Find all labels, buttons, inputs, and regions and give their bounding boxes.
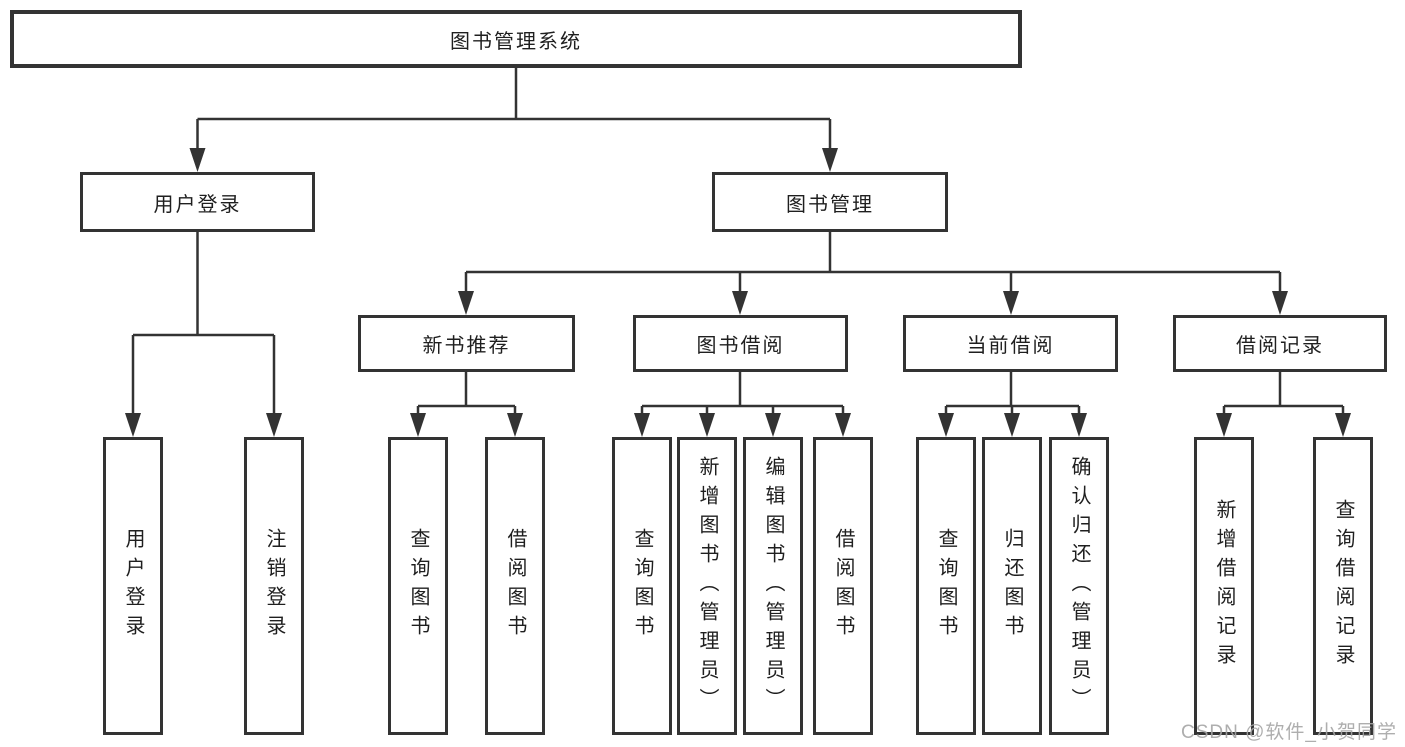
arrow-down-icon — [266, 413, 282, 437]
node-label: 新书推荐 — [422, 335, 511, 357]
node-label: 图书借阅 — [696, 335, 785, 357]
node-label: 当前借阅 — [966, 335, 1055, 357]
connector-root-to-level2 — [196, 68, 832, 150]
leaf-borrow-books-newbook: 借阅图书 — [485, 437, 545, 735]
node-library-management-system: 图书管理系统 — [10, 10, 1022, 68]
leaf-return-books: 归还图书 — [982, 437, 1042, 735]
arrow-down-icon — [1004, 413, 1020, 437]
node-label: 图书管理系统 — [450, 30, 582, 53]
leaf-logout: 注销登录 — [244, 437, 304, 735]
node-new-book-recommendation: 新书推荐 — [358, 315, 575, 372]
arrow-down-icon — [1272, 291, 1288, 315]
arrow-down-icon — [1071, 413, 1087, 437]
leaf-query-books-newbook: 查询图书 — [388, 437, 448, 735]
leaf-borrow-books-borrowing: 借阅图书 — [813, 437, 873, 735]
connector-current-to-leaves — [944, 372, 1081, 415]
connector-newbook-to-leaves — [416, 372, 517, 415]
node-label: 借阅记录 — [1236, 335, 1324, 357]
leaf-label: 查询借阅记录 — [1332, 499, 1354, 673]
connector-borrowing-to-leaves — [640, 372, 845, 415]
arrow-down-icon — [507, 413, 523, 437]
leaf-add-borrow-record: 新增借阅记录 — [1194, 437, 1254, 735]
leaf-label: 查询图书 — [631, 528, 653, 644]
leaf-label: 确认归还（管理员） — [1068, 455, 1090, 717]
leaf-label: 查询图书 — [407, 528, 429, 644]
arrow-down-icon — [189, 148, 206, 172]
leaf-label: 新增借阅记录 — [1213, 499, 1235, 673]
leaf-label: 新增图书（管理员） — [696, 455, 718, 717]
arrow-down-icon — [938, 413, 954, 437]
leaf-label: 借阅图书 — [504, 528, 526, 644]
arrow-down-icon — [634, 413, 650, 437]
leaf-confirm-return-admin: 确认归还（管理员） — [1049, 437, 1109, 735]
leaf-query-books-borrowing: 查询图书 — [612, 437, 672, 735]
arrow-down-icon — [410, 413, 426, 437]
watermark-text: CSDN @软件_小贺同学 — [1181, 722, 1397, 743]
arrow-down-icon — [732, 291, 748, 315]
arrow-down-icon — [835, 413, 851, 437]
leaf-label: 用户登录 — [122, 528, 144, 644]
node-label: 用户登录 — [153, 193, 242, 216]
node-book-management: 图书管理 — [712, 172, 948, 232]
node-borrowing-records: 借阅记录 — [1173, 315, 1387, 372]
arrow-down-icon — [458, 291, 474, 315]
arrow-down-icon — [1335, 413, 1351, 437]
leaf-label: 查询图书 — [935, 528, 957, 644]
leaf-label: 归还图书 — [1001, 528, 1023, 644]
arrow-down-icon — [699, 413, 715, 437]
connector-userlogin-to-leaves — [131, 232, 276, 415]
arrow-down-icon — [1216, 413, 1232, 437]
connector-records-to-leaves — [1222, 372, 1345, 415]
leaf-query-borrow-record: 查询借阅记录 — [1313, 437, 1373, 735]
leaf-label: 注销登录 — [263, 528, 285, 644]
node-current-borrowing: 当前借阅 — [903, 315, 1118, 372]
arrow-down-icon — [125, 413, 141, 437]
leaf-add-books-admin: 新增图书（管理员） — [677, 437, 737, 735]
leaf-query-books-current: 查询图书 — [916, 437, 976, 735]
leaf-user-login: 用户登录 — [103, 437, 163, 735]
arrow-down-icon — [765, 413, 781, 437]
node-user-login: 用户登录 — [80, 172, 315, 232]
arrow-down-icon — [822, 148, 838, 172]
node-label: 图书管理 — [786, 193, 874, 216]
node-book-borrowing: 图书借阅 — [633, 315, 848, 372]
arrow-down-icon — [1003, 291, 1019, 315]
connector-bookmgmt-to-level3 — [464, 232, 1282, 293]
leaf-label: 编辑图书（管理员） — [762, 455, 784, 717]
leaf-edit-books-admin: 编辑图书（管理员） — [743, 437, 803, 735]
leaf-label: 借阅图书 — [832, 528, 854, 644]
